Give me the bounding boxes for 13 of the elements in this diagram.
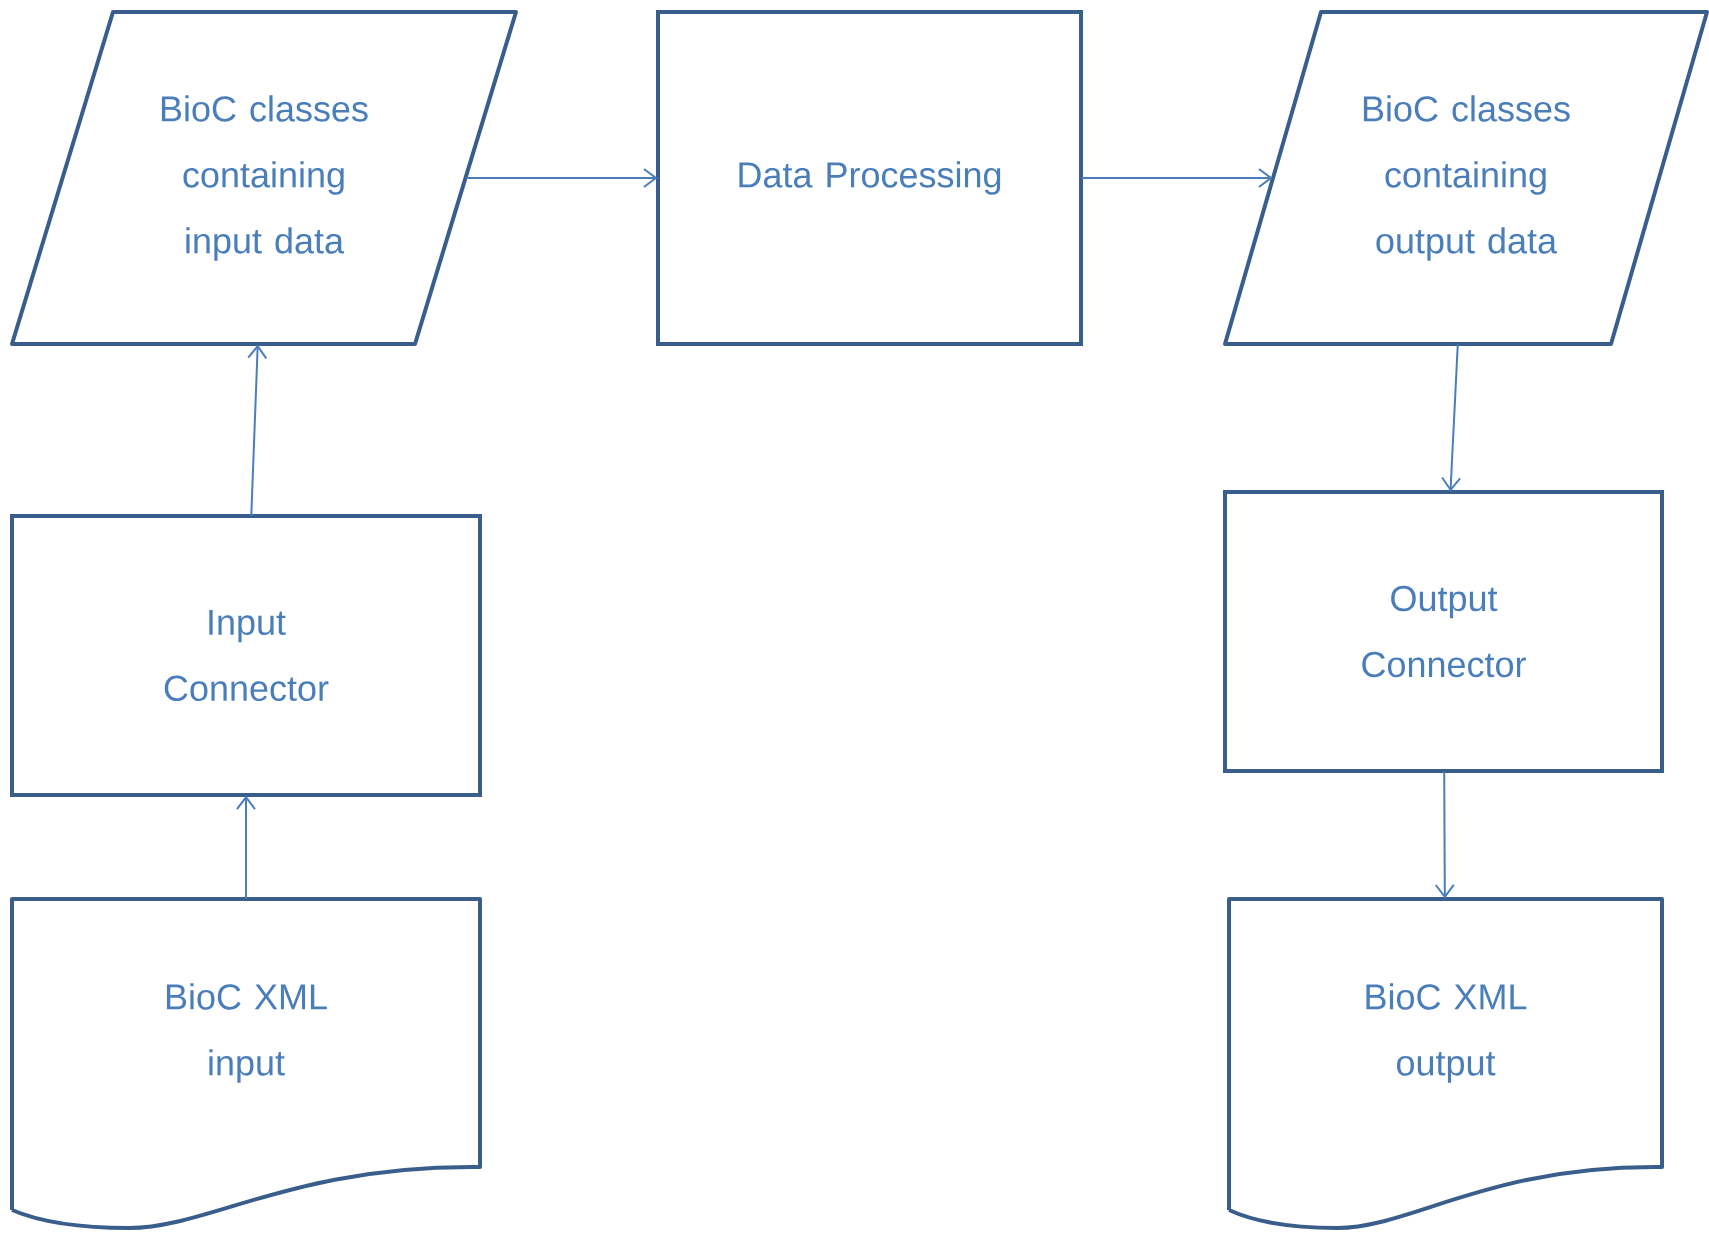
data-parallelogram: BioC classes containing input data [10,10,518,346]
document-shape: BioC XML input [10,897,482,1230]
arrow [1080,168,1273,188]
arrow [1441,343,1462,492]
arrow [236,795,256,900]
arrow [464,168,658,188]
arrow [1434,770,1455,899]
data-parallelogram: BioC classes containing output data [1223,10,1709,346]
process-box: Input Connector [10,514,482,797]
document-shape: BioC XML output [1227,897,1664,1230]
arrow [247,344,268,517]
process-box: Output Connector [1223,490,1664,773]
process-box: Data Processing [656,10,1083,346]
